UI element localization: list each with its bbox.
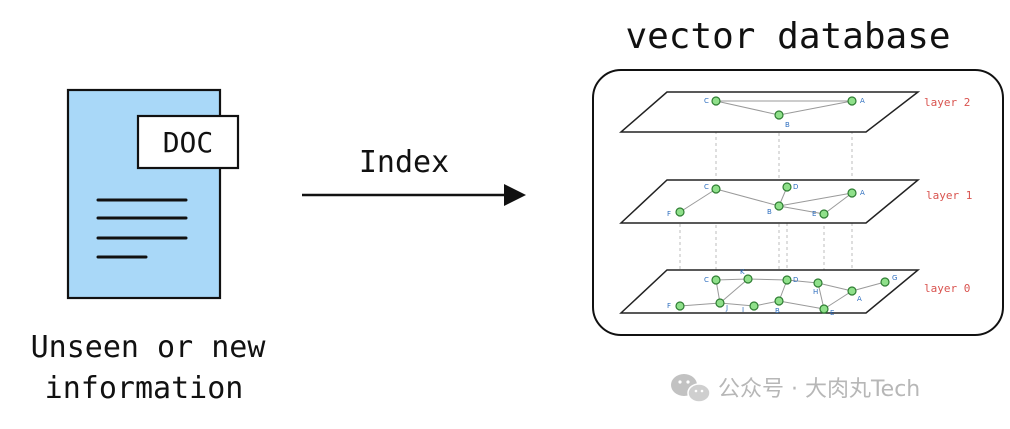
caption-line-2: information: [45, 371, 244, 406]
graph-node-label: E: [830, 309, 834, 317]
graph-edge: [679, 188, 717, 213]
graph-edge: [823, 192, 853, 215]
graph-edge: [778, 300, 825, 310]
graph-node-d: [782, 182, 792, 192]
graph-node-g: [880, 277, 890, 287]
graph-edge: [747, 278, 788, 281]
layer-0-graph: C K D G H A F J I B E: [667, 268, 897, 317]
graph-edge: [786, 279, 819, 284]
layer-0-label: layer 0: [924, 282, 970, 295]
graph-node-c: [711, 184, 721, 194]
layer-2-plane-group: layer 2: [618, 91, 970, 133]
graph-node-f: [675, 301, 685, 311]
graph-node-label: A: [857, 295, 862, 303]
caption-line-1: Unseen or new: [31, 330, 267, 365]
graph-node-label: A: [860, 189, 865, 197]
index-label: Index: [359, 145, 449, 180]
layer-2-label: layer 2: [924, 96, 970, 109]
graph-node-label: H: [813, 288, 818, 296]
layer-2-graph: C B A: [704, 96, 865, 129]
graph-node-i: [749, 301, 759, 311]
document-icon: DOC: [66, 88, 240, 300]
database-title: vector database: [625, 16, 950, 57]
graph-edge: [715, 278, 749, 281]
graph-node-k: [743, 274, 753, 284]
graph-edge: [778, 100, 853, 116]
graph-edge: [778, 205, 825, 215]
graph-node-b: [774, 201, 784, 211]
index-arrow: [302, 184, 526, 206]
hnsw-graph: C B A C D A F B E C K D G H A F J I B E: [667, 96, 897, 317]
graph-node-label: E: [812, 210, 816, 218]
graph-node-a: [847, 96, 857, 106]
wechat-icon: [671, 374, 711, 403]
graph-node-h: [813, 278, 823, 288]
layer-0-plane: [619, 269, 921, 314]
graph-node-a: [847, 188, 857, 198]
graph-edge: [679, 302, 721, 307]
layer-0-plane-group: layer 0: [619, 269, 970, 314]
graph-node-e: [819, 209, 829, 219]
graph-node-a: [847, 286, 857, 296]
layer-2-plane: [618, 91, 921, 133]
graph-node-j: [715, 298, 725, 308]
doc-label-box: [136, 114, 240, 170]
doc-label: DOC: [163, 126, 214, 159]
graph-node-label: D: [793, 183, 798, 191]
graph-node-label: G: [892, 274, 897, 282]
graph-edge: [851, 281, 886, 292]
graph-node-b: [774, 296, 784, 306]
graph-node-e: [819, 304, 829, 314]
graph-node-label: B: [775, 307, 780, 315]
graph-node-c: [711, 96, 721, 106]
graph-node-label: F: [667, 302, 671, 310]
graph-node-label: K: [740, 268, 745, 276]
layer-1-plane-group: layer 1: [619, 179, 972, 224]
watermark-text: 公众号 · 大肉丸Tech: [718, 377, 920, 402]
graph-node-label: F: [667, 210, 671, 218]
graph-node-b: [774, 110, 784, 120]
graph-edge: [715, 188, 780, 207]
graph-node-label: I: [742, 306, 744, 314]
graph-node-label: B: [767, 208, 772, 216]
graph-node-label: C: [704, 276, 709, 284]
doc-text-lines: [96, 198, 188, 259]
graph-edge: [719, 302, 755, 307]
graph-edge: [823, 290, 853, 310]
graph-node-label: C: [704, 183, 709, 191]
graph-edge: [715, 100, 780, 116]
graph-edge: [778, 192, 853, 207]
layer-1-graph: C D A F B E: [667, 182, 865, 219]
layer-1-label: layer 1: [926, 189, 972, 202]
graph-node-label: D: [793, 276, 798, 284]
graph-node-c: [711, 275, 721, 285]
graph-node-label: J: [725, 304, 728, 312]
layer-1-plane: [619, 179, 921, 224]
graph-node-label: B: [785, 121, 790, 129]
graph-node-d: [782, 275, 792, 285]
graph-node-label: A: [860, 97, 865, 105]
graph-node-label: C: [704, 97, 709, 105]
graph-edge: [817, 282, 853, 292]
graph-edge: [719, 278, 749, 304]
graph-node-f: [675, 207, 685, 217]
